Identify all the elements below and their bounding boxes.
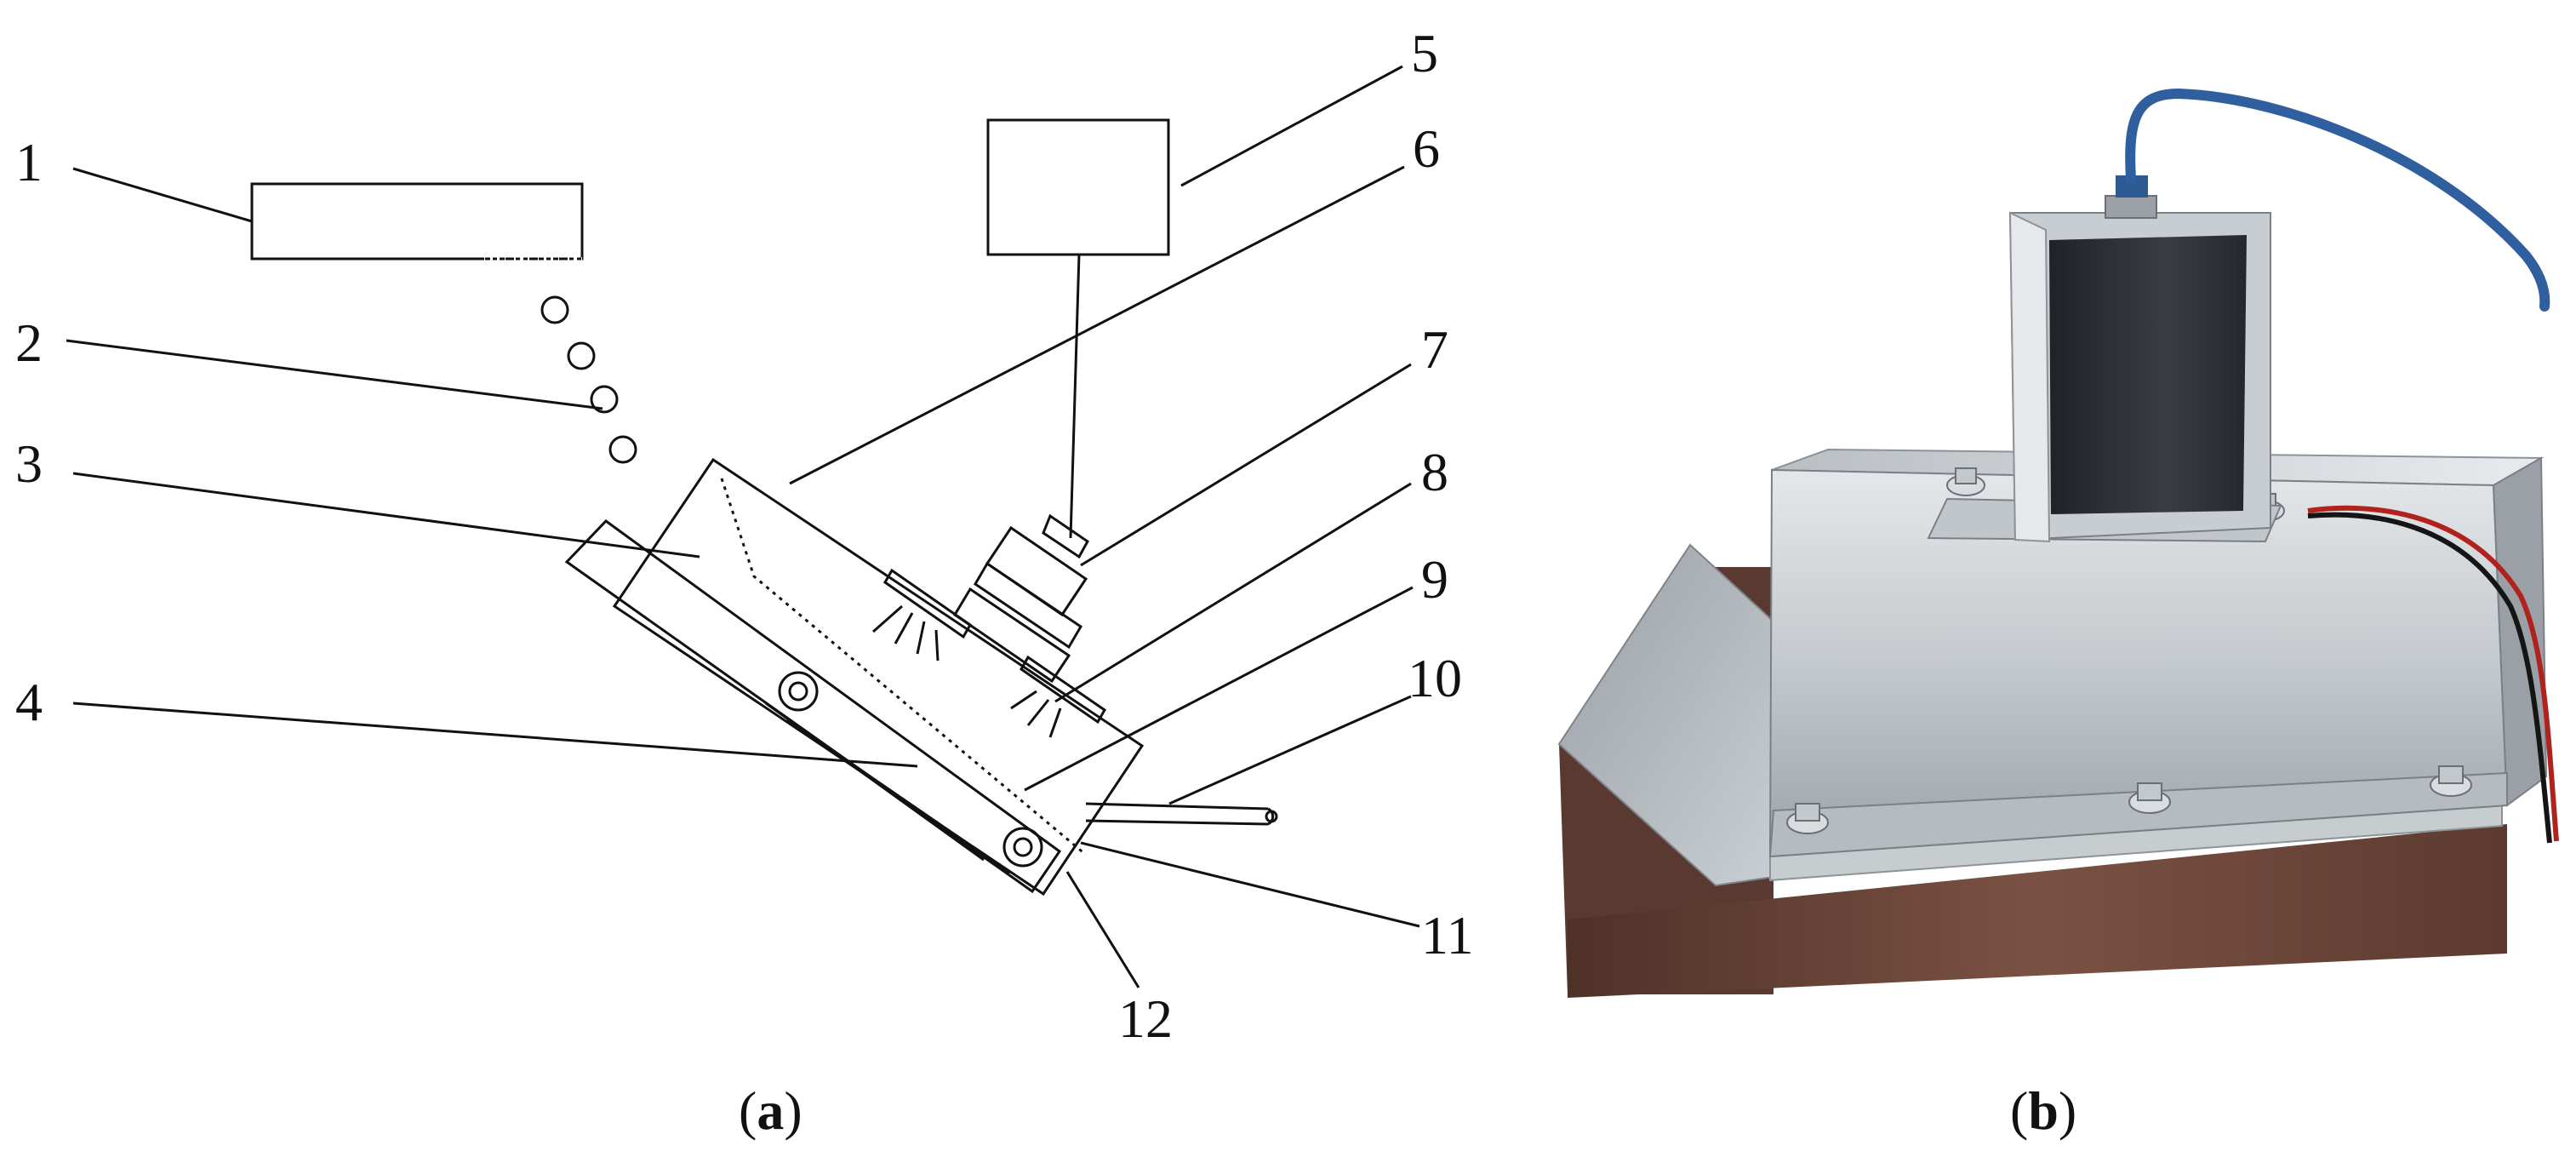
callout-4: 4 bbox=[15, 672, 43, 732]
roller-lower-hub bbox=[1013, 837, 1033, 857]
roller-lower bbox=[1002, 827, 1043, 868]
leader-5 bbox=[1180, 65, 1403, 187]
callout-12: 12 bbox=[1118, 988, 1173, 1049]
rejection-lever bbox=[1085, 802, 1278, 826]
housing bbox=[612, 457, 1145, 896]
blue-cable bbox=[2125, 88, 2550, 312]
caption-b: (b) bbox=[2010, 1080, 2076, 1141]
front-flange bbox=[1768, 771, 2508, 858]
leader-lines bbox=[66, 65, 1420, 988]
leader-9 bbox=[1024, 586, 1414, 792]
callout-10: 10 bbox=[1408, 648, 1462, 708]
base-block-front bbox=[1568, 824, 2507, 998]
roller-upper bbox=[778, 671, 819, 712]
bolt bbox=[1946, 467, 1985, 496]
dotted-interior bbox=[720, 478, 1087, 856]
callout-7: 7 bbox=[1421, 319, 1448, 380]
callout-8: 8 bbox=[1421, 442, 1448, 502]
sensor-assembly bbox=[952, 513, 1089, 684]
sensor-box-edge bbox=[2008, 211, 2051, 543]
photo-panel-b: (b) bbox=[1557, 88, 2559, 1141]
light-source-right bbox=[1010, 655, 1106, 738]
callout-6: 6 bbox=[1413, 118, 1440, 179]
schematic-panel-a: 1 2 3 4 5 6 7 8 9 10 11 12 (a) bbox=[15, 23, 1474, 1141]
controller-box bbox=[986, 118, 1170, 256]
leader-1 bbox=[72, 167, 253, 223]
roller-upper-hub bbox=[788, 681, 808, 702]
leader-6 bbox=[789, 165, 1405, 485]
bolt bbox=[2128, 782, 2171, 814]
inclined-apparatus bbox=[564, 457, 1145, 896]
leader-10 bbox=[1168, 695, 1412, 805]
leader-3 bbox=[72, 472, 700, 558]
light-source-left bbox=[872, 568, 972, 662]
bolt bbox=[2430, 765, 2472, 797]
belt-lower bbox=[786, 718, 1011, 874]
leader-4 bbox=[72, 702, 918, 768]
callout-9: 9 bbox=[1421, 549, 1448, 610]
callout-numbers: 1 2 3 4 5 6 7 8 9 10 11 12 bbox=[15, 23, 1474, 1049]
feeder-box bbox=[250, 182, 584, 261]
callout-2: 2 bbox=[15, 312, 43, 373]
leader-8 bbox=[1054, 482, 1412, 703]
falling-particles bbox=[540, 295, 637, 464]
leader-7 bbox=[1080, 363, 1412, 567]
callout-5: 5 bbox=[1411, 23, 1438, 83]
callout-11: 11 bbox=[1421, 905, 1474, 965]
signal-cable bbox=[1069, 254, 1081, 539]
caption-a: (a) bbox=[739, 1080, 803, 1141]
leader-2 bbox=[66, 339, 603, 410]
leader-12 bbox=[1065, 871, 1140, 988]
leader-11 bbox=[1080, 841, 1420, 928]
red-wire bbox=[2307, 505, 2559, 842]
black-wire bbox=[2307, 512, 2552, 844]
sensor-face bbox=[2049, 235, 2247, 514]
bolt bbox=[1786, 803, 1829, 834]
cable-gland bbox=[2105, 195, 2157, 219]
callout-1: 1 bbox=[15, 132, 43, 192]
callout-3: 3 bbox=[15, 433, 43, 494]
base-plate bbox=[564, 519, 1062, 894]
